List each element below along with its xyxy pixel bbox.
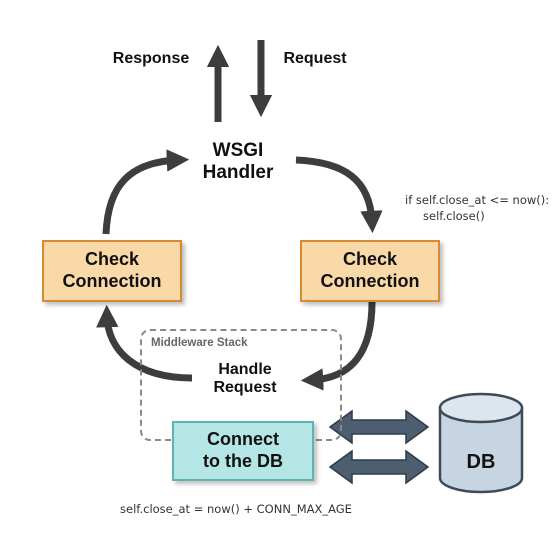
db-double-arrow-top: [328, 409, 430, 445]
handle-request-label: Handle Request: [213, 361, 277, 397]
wsgi-handler-label: WSGI Handler: [202, 140, 274, 183]
db-label: DB: [466, 451, 496, 473]
check-left-to-handler-arrow: [102, 149, 190, 235]
check-right-to-handle-arrow: [300, 301, 376, 391]
middleware-stack-title: Middleware Stack: [151, 337, 248, 349]
db-cylinder: [438, 392, 524, 494]
response-label: Response: [112, 50, 190, 67]
handler-to-check-right-arrow: [295, 156, 383, 234]
connect-db-label: Connect to the DB: [203, 429, 283, 471]
check-connection-right-box: Check Connection: [300, 240, 440, 302]
close-at-assign-code: self.close_at = now() + CONN_MAX_AGE: [120, 502, 352, 516]
db-double-arrow-bottom: [328, 449, 430, 485]
connect-db-box: Connect to the DB: [172, 421, 314, 481]
handle-to-check-left-arrow: [96, 304, 193, 382]
check-connection-left-box: Check Connection: [42, 240, 182, 302]
close-check-line-2: self.close(): [423, 208, 485, 223]
check-connection-left-label: Check Connection: [62, 249, 162, 291]
close-check-code: if self.close_at <= now(): self.close(): [405, 193, 549, 224]
close-check-line-1: if self.close_at <= now():: [405, 193, 550, 207]
check-connection-right-label: Check Connection: [320, 249, 420, 291]
request-label: Request: [283, 50, 347, 67]
